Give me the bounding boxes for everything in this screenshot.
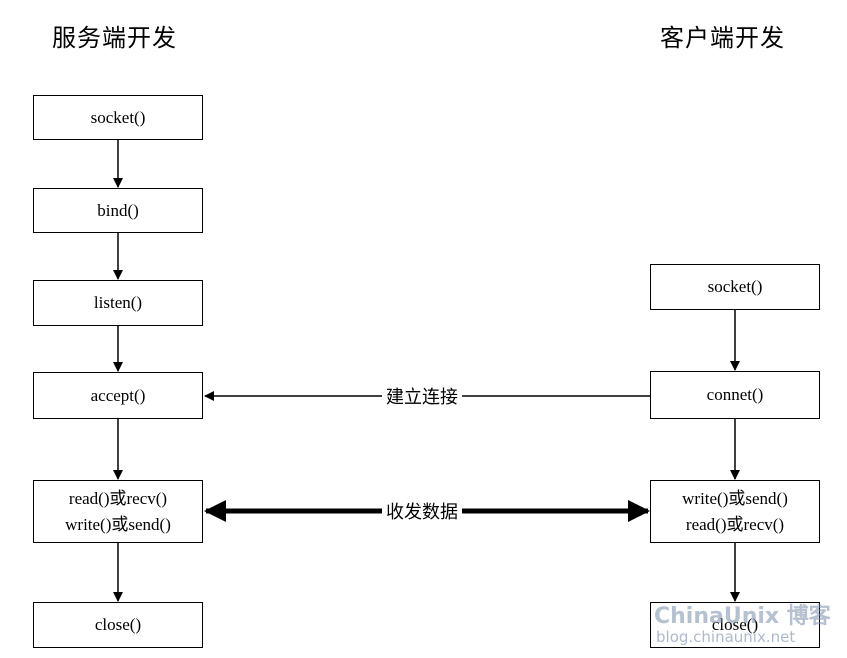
server-listen-box: listen() bbox=[33, 280, 203, 326]
server-io-line2: write()或send() bbox=[65, 514, 171, 534]
server-accept-label: accept() bbox=[90, 385, 146, 405]
server-io-line1: read()或recv() bbox=[68, 488, 168, 508]
server-close-label: close() bbox=[94, 615, 142, 634]
client-heading: 客户端开发 bbox=[660, 24, 785, 52]
client-io-line1: write()或send() bbox=[682, 488, 788, 508]
server-socket-box: socket() bbox=[33, 95, 203, 140]
client-socket-label: socket() bbox=[707, 277, 763, 296]
client-io-box: write()或send() read()或recv() bbox=[650, 480, 820, 543]
server-listen-label: listen() bbox=[93, 293, 143, 312]
client-socket-box: socket() bbox=[650, 264, 820, 310]
client-connect-box: connet() bbox=[650, 371, 820, 419]
server-bind-box: bind() bbox=[33, 188, 203, 233]
server-bind-label: bind() bbox=[97, 200, 139, 220]
server-accept-box: accept() bbox=[33, 372, 203, 419]
server-io-box: read()或recv() write()或send() bbox=[33, 480, 203, 543]
establish-connection-label: 建立连接 bbox=[382, 383, 462, 409]
server-socket-label: socket() bbox=[90, 107, 146, 127]
client-close-label: close() bbox=[711, 615, 759, 634]
server-heading: 服务端开发 bbox=[52, 24, 177, 52]
client-io-line2: read()或recv() bbox=[685, 514, 785, 534]
client-connect-label: connet() bbox=[706, 385, 764, 404]
data-exchange-label: 收发数据 bbox=[382, 498, 462, 524]
server-close-box: close() bbox=[33, 602, 203, 648]
client-close-box: close() bbox=[650, 602, 820, 648]
